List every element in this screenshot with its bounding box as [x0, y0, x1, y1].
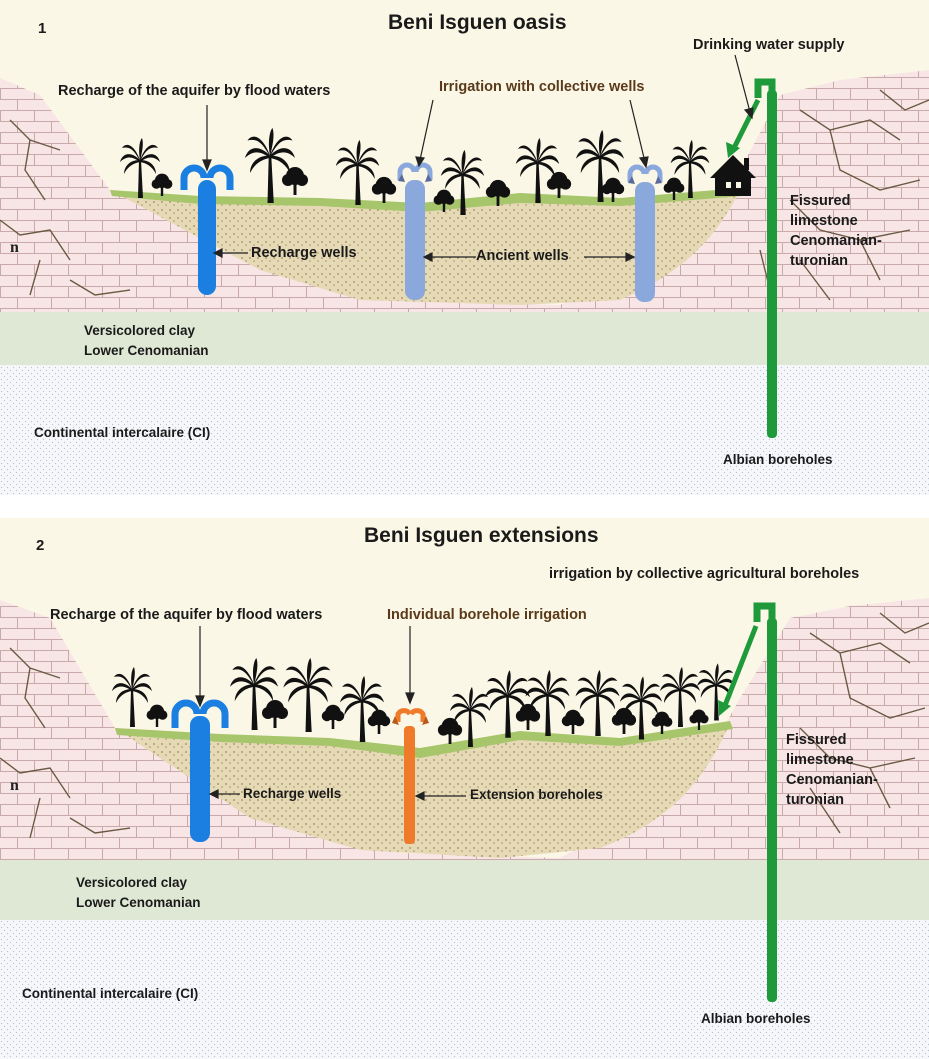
extension-borehole: [392, 708, 429, 844]
label-fissured-limestone: Fissured limestone Cenomanian- turonian: [786, 732, 878, 808]
limestone-fissures: [0, 612, 929, 839]
label-drinking-water: Drinking water supply: [693, 37, 845, 53]
label-extension-boreholes: Extension boreholes: [470, 787, 603, 802]
grass-strip: [110, 188, 742, 212]
ancient-well-2: [627, 164, 663, 302]
svg-text:n: n: [10, 777, 19, 794]
svg-text:n: n: [10, 239, 19, 256]
grass-strip: [115, 721, 733, 758]
panel-title: Beni Isguen extensions: [364, 524, 599, 547]
label-fissured-limestone: Fissured limestone Cenomanian- turonian: [790, 193, 882, 269]
label-continental-intercalaire: Continental intercalaire (CI): [22, 986, 199, 1001]
label-albian-boreholes: Albian boreholes: [723, 452, 833, 467]
annotation-arrows: [195, 626, 466, 801]
label-versicolored-clay: Versicolored clay Lower Cenomanian: [84, 323, 209, 358]
label-recharge-wells: Recharge wells: [243, 786, 342, 801]
house-icon: [710, 155, 756, 196]
panel-number: 1: [38, 20, 47, 37]
recharge-well-2: [171, 699, 229, 842]
valley-fill: [115, 723, 730, 858]
albian-borehole-1: [726, 78, 777, 438]
label-continental-intercalaire: Continental intercalaire (CI): [34, 425, 211, 440]
cross-section-1: n: [0, 0, 929, 495]
cross-section-2: n: [0, 518, 929, 1059]
label-versicolored-clay: Versicolored clay Lower Cenomanian: [76, 875, 201, 910]
annotation-arrows: [202, 54, 754, 262]
label-irrigation-collective-boreholes: irrigation by collective agricultural bo…: [549, 566, 860, 582]
panel-beni-isguen-extensions: n 2 Beni Isguen extensions irrigation by…: [0, 518, 929, 1059]
panel-beni-isguen-oasis: n 1 Beni Isguen oasis Recharge of the aq…: [0, 0, 929, 495]
label-recharge-wells: Recharge wells: [251, 245, 357, 261]
label-individual-borehole-irrigation: Individual borehole irrigation: [387, 607, 587, 623]
ancient-well-1: [397, 162, 433, 300]
label-irrigation-collective-wells: Irrigation with collective wells: [439, 79, 645, 95]
label-ancient-wells: Ancient wells: [476, 248, 569, 264]
label-recharge-flood: Recharge of the aquifer by flood waters: [58, 83, 331, 99]
albian-borehole-2: [718, 602, 777, 1002]
recharge-well-1: [180, 164, 234, 295]
panel-number: 2: [36, 537, 45, 554]
label-recharge-flood: Recharge of the aquifer by flood waters: [50, 607, 323, 623]
label-albian-boreholes: Albian boreholes: [701, 1011, 811, 1026]
panel-title: Beni Isguen oasis: [388, 11, 567, 34]
limestone-fissures: [0, 89, 929, 301]
